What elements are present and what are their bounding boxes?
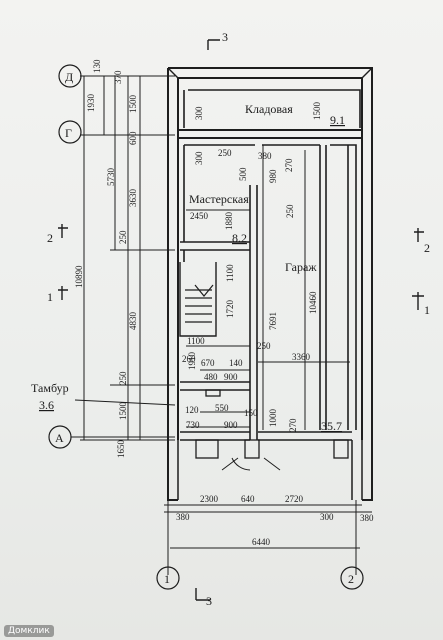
room-vestibule-area: 3.6 [39, 398, 54, 412]
horizontal-dimension-texts: 250 380 2450 1100 260 670 140 250 3360 4… [176, 148, 374, 547]
dim-10460: 10460 [308, 291, 318, 314]
dim-250-garage: 250 [285, 204, 295, 218]
section-label-2-right: 2 [424, 241, 430, 255]
room-workshop-name: Мастерская [189, 192, 249, 206]
dim-2300: 2300 [200, 494, 219, 504]
dim-2450: 2450 [190, 211, 209, 221]
dim-1500-left-bottom: 1500 [118, 402, 128, 421]
vertical-dimension-texts: 1930 130 370 1500 300 600 5730 10890 363… [74, 59, 322, 458]
dim-1000: 1000 [268, 409, 278, 428]
dim-1720: 1720 [225, 300, 235, 319]
dim-900-top: 900 [224, 372, 238, 382]
dim-270-top: 270 [284, 158, 294, 172]
dim-980: 980 [268, 169, 278, 183]
dim-1880: 1880 [224, 212, 234, 231]
section-label-1-left: 1 [47, 290, 53, 304]
dim-600: 600 [128, 131, 138, 145]
axis-label-d: Д [65, 70, 73, 84]
dim-5730: 5730 [106, 168, 116, 187]
dim-250-left: 250 [118, 230, 128, 244]
dim-1930: 1930 [86, 94, 96, 113]
axis-markers [48, 64, 364, 590]
interior-walls [178, 89, 362, 471]
section-label-3-bottom: 3 [206, 594, 212, 608]
dim-130: 130 [92, 59, 102, 73]
dim-120: 120 [185, 405, 199, 415]
dim-1500-left-top: 1500 [128, 95, 138, 114]
dim-380-top: 380 [258, 151, 272, 161]
watermark: Домклик [4, 625, 54, 637]
section-label-2-left: 2 [47, 231, 53, 245]
dim-3360: 3360 [292, 352, 311, 362]
section-label-1-right: 1 [424, 303, 430, 317]
room-garage-area: 35.7 [321, 419, 342, 433]
dim-150: 150 [244, 408, 258, 418]
dim-250-mid: 250 [257, 341, 271, 351]
room-storage-area: 9.1 [330, 113, 345, 127]
dim-260: 260 [182, 354, 196, 364]
dim-640: 640 [241, 494, 255, 504]
section-label-3-top: 3 [222, 30, 228, 44]
dim-300-bottom: 300 [320, 512, 334, 522]
dim-1500-storage: 1500 [312, 102, 322, 121]
dim-550: 550 [215, 403, 229, 413]
room-storage-name: Кладовая [245, 102, 293, 116]
dim-300-workshop: 300 [194, 151, 204, 165]
dim-670: 670 [201, 358, 215, 368]
dim-250-left-bottom: 250 [118, 371, 128, 385]
axis-label-a: А [55, 431, 64, 445]
dim-1910: 1910 [187, 352, 197, 371]
axis-label-2: 2 [348, 572, 354, 586]
dim-3630: 3630 [128, 189, 138, 208]
dim-1650: 1650 [116, 440, 126, 459]
dim-730: 730 [186, 420, 200, 430]
dim-2720: 2720 [285, 494, 304, 504]
room-workshop-area: 8.2 [232, 231, 247, 245]
dim-140: 140 [229, 358, 243, 368]
dim-380-bottom-right: 380 [360, 513, 374, 523]
dim-6440: 6440 [252, 537, 271, 547]
dim-380-bottom-left: 380 [176, 512, 190, 522]
dim-480: 480 [204, 372, 218, 382]
axis-label-1: 1 [164, 572, 170, 586]
dim-270-bottom: 270 [288, 418, 298, 432]
section-marks [58, 39, 424, 601]
axis-label-g: Г [65, 126, 72, 140]
dim-900-bottom: 900 [224, 420, 238, 430]
dim-1100-vertical: 1100 [225, 264, 235, 282]
dim-7691: 7691 [268, 312, 278, 330]
dim-1100-horizontal: 1100 [187, 336, 205, 346]
room-garage-name: Гараж [285, 260, 317, 274]
dim-250-top: 250 [218, 148, 232, 158]
dim-10890: 10890 [74, 265, 84, 288]
dim-4830: 4830 [128, 312, 138, 331]
dim-300-storage: 300 [194, 106, 204, 120]
room-vestibule-name: Тамбур [31, 381, 69, 395]
dim-500: 500 [238, 167, 248, 181]
outer-walls [167, 67, 373, 501]
dim-370: 370 [113, 70, 123, 84]
